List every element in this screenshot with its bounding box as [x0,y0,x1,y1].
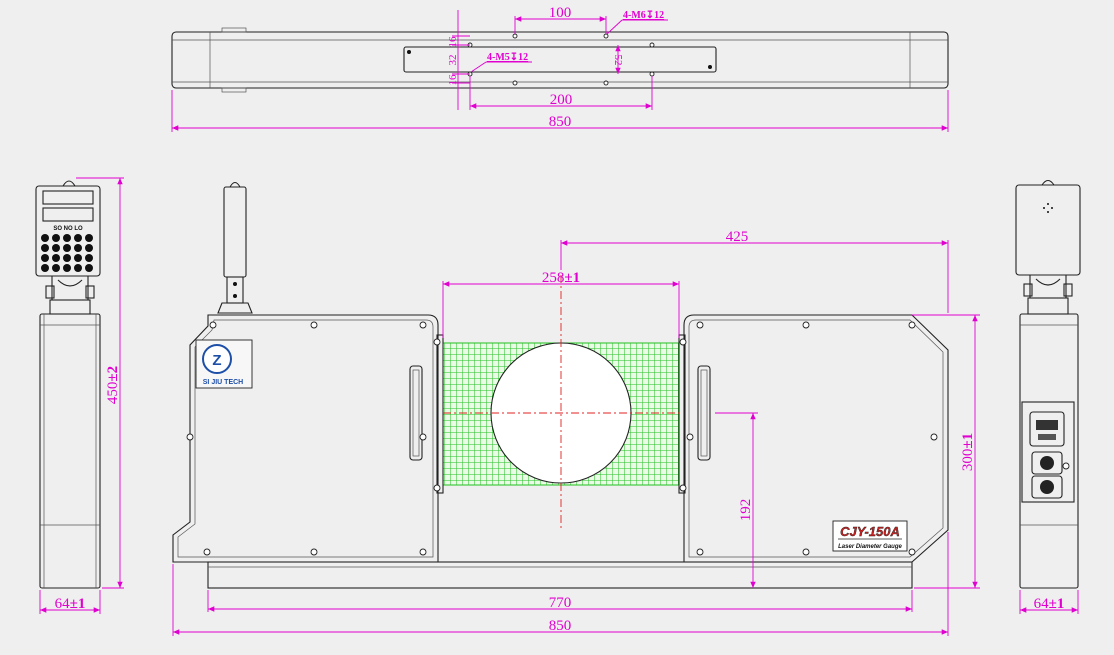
dim-left-height: 450±2 [105,366,121,404]
dim-top-width: 850 [549,114,572,130]
dim-16-top: 16 [447,36,459,48]
right-side-view: 64±1 [1015,179,1081,614]
right-top-housing [1015,184,1081,276]
dim-front-height: 300±1 [960,433,976,471]
right-housing [683,314,949,563]
dim-left-depth: 64±1 [55,596,86,612]
dim-52: 52 [612,55,624,66]
left-screws [186,321,441,556]
svg-text:CJY-150A: CJY-150A [840,524,900,539]
dim-770: 770 [549,595,572,611]
dim-16-bottom: 16 [447,74,459,86]
svg-text:SO NO LO: SO NO LO [53,226,83,232]
connector-panel [1021,401,1075,503]
svg-text:Laser Diameter Gauge: Laser Diameter Gauge [838,544,902,550]
base-bar [207,561,913,589]
dim-right-depth: 64±1 [1034,596,1065,612]
left-side-body [39,313,101,589]
dim-200: 200 [550,92,573,108]
callout-m5: 4-M5↧12 [487,52,528,63]
dim-aperture: 258±1 [542,270,580,286]
dim-front-width: 850 [549,618,572,634]
top-view: 100 4-M6↧12 4-M5↧12 16 32 16 52 200 850 [171,5,949,132]
company-logo: Z SI JIU TECH [195,339,253,389]
svg-text:SI JIU TECH: SI JIU TECH [203,379,243,386]
model-plate: CJY-150A Laser Diameter Gauge [832,520,908,552]
left-housing [172,314,439,563]
dim-425: 425 [726,229,749,245]
right-screws [679,321,938,556]
left-side-view: SO NO LO 450±2 64±1 [35,177,124,614]
dim-32: 32 [447,55,459,66]
keypad-keys [41,234,93,272]
dim-192: 192 [738,499,754,522]
callout-m6: 4-M6↧12 [623,10,664,21]
dim-hole-pitch: 100 [549,5,572,21]
front-view: Z SI JIU TECH CJY-150A Laser Diameter Ga… [172,181,980,636]
right-side-body [1019,313,1079,589]
cable-post [223,186,247,278]
keypad-controller [35,185,101,277]
svg-text:Z: Z [212,352,221,369]
mounting-plate [403,46,717,73]
